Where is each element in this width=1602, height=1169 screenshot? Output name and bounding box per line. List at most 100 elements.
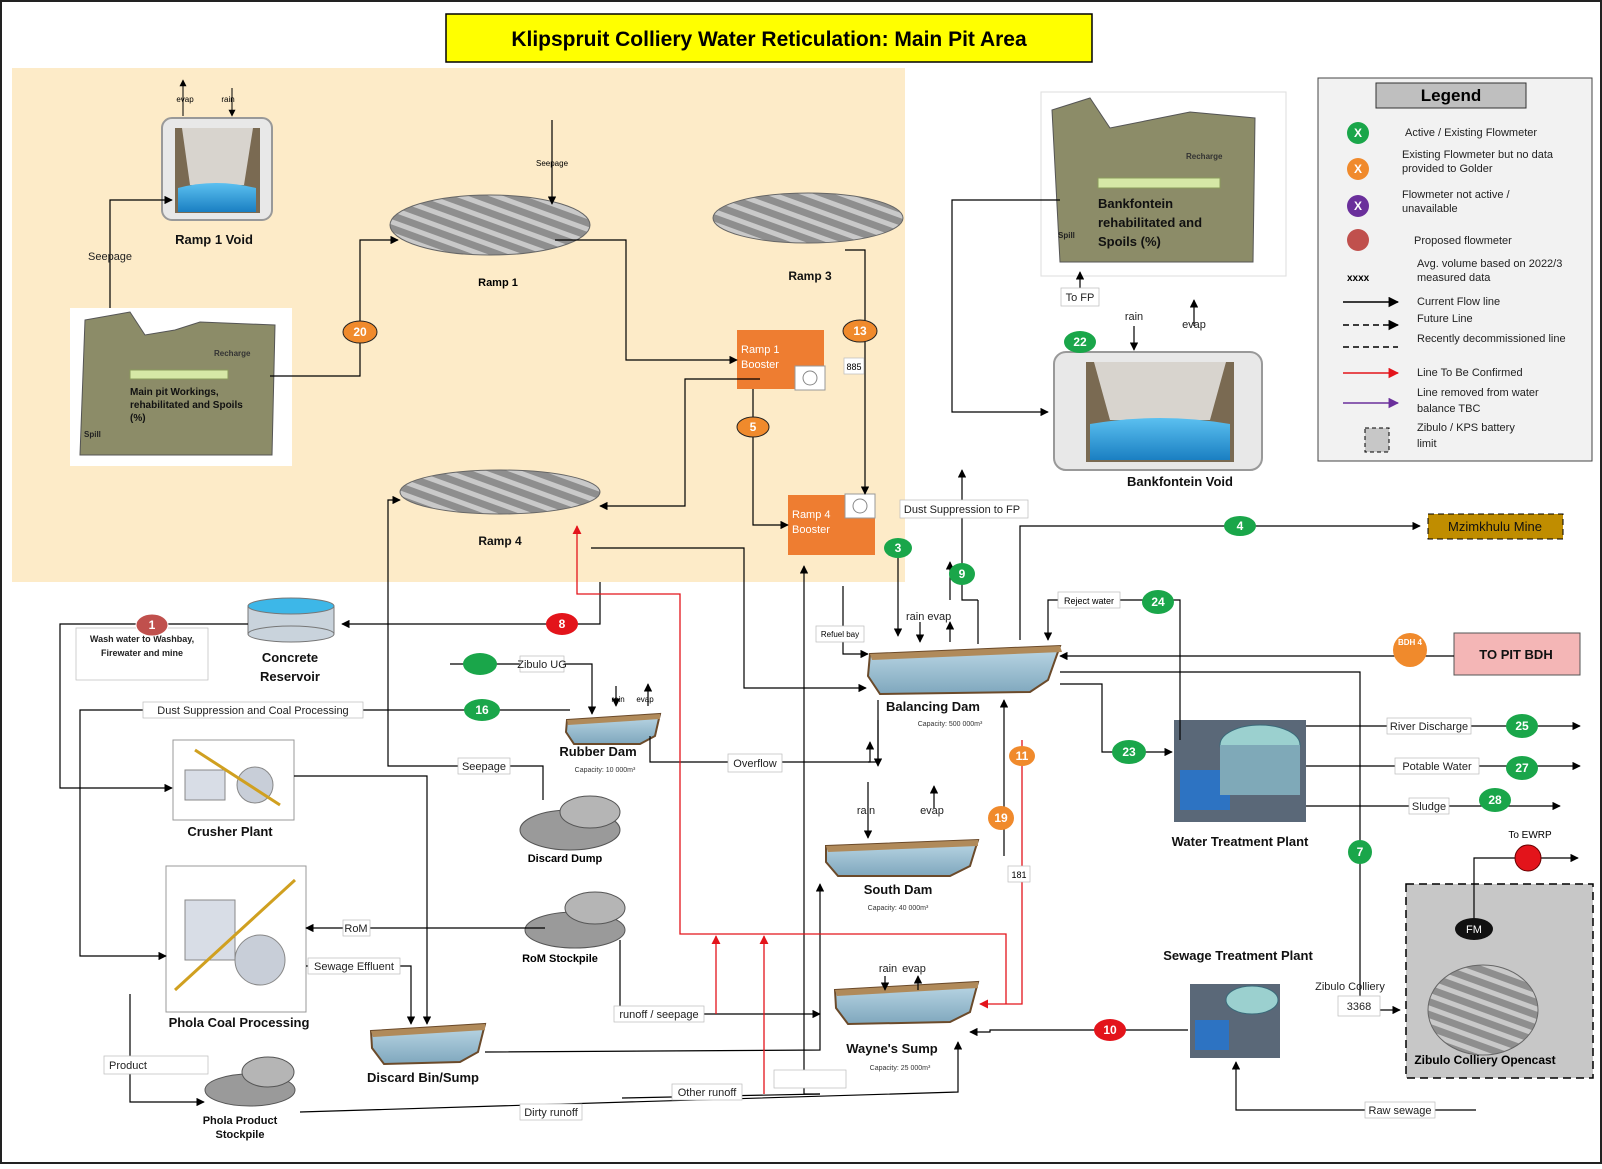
tbc-balancing-to-waynes [979,740,1023,1009]
legend-item-tbc: Line To Be Confirmed [1417,367,1523,379]
to-fp-label: To FP [1066,292,1095,304]
flow-zibulo-ug [450,663,597,715]
flowmeter-13[interactable]: 13 [842,319,878,343]
flowmeter-22-label: 22 [1073,335,1087,349]
reject-water-box [1057,591,1121,609]
flow-ramp1-to-booster [555,239,738,365]
legend-box [1317,77,1593,462]
flow-sewage-effluent [306,965,416,1025]
value-885-box [843,357,865,375]
legend-orange-marker [1347,158,1369,180]
raw-sewage-label: Raw sewage [1369,1105,1432,1117]
flowmeter-1-label: 1 [149,618,156,632]
crusher-plant-icon [172,739,295,821]
title-box [445,13,1093,63]
ramp4-pump-circle [852,498,868,514]
ramp1-pit-icon [389,194,591,256]
legend-green-symbol: X [1354,126,1362,140]
flowmeter-9[interactable]: 9 [949,563,975,585]
flowmeter-7[interactable]: 7 [1348,840,1372,864]
flowmeter-22[interactable]: 22 [1064,331,1096,353]
seepage-label-main-pit: Seepage [88,251,132,263]
flow-refuel-bay [842,586,869,659]
flow-bankfontein-to-void [951,199,1060,417]
south-dam-label: South Dam [864,882,933,897]
sewage-effluent-label: Sewage Effluent [314,961,394,973]
flow-to-ewrp [1473,853,1579,918]
bankfontein-rehab-label: Bankfontein rehabilitated and Spoils (%) [1098,196,1203,249]
flow-runoff-seepage [619,940,821,1019]
main-pit-label: Main pit Workings, rehabilitated and Spo… [130,387,243,424]
flowmeter-4[interactable]: 4 [1224,516,1256,536]
flowmeter-20[interactable]: 20 [342,320,378,344]
phola-product-icon [204,1056,296,1107]
flowmeter-3[interactable]: 3 [884,538,912,558]
seepage-discard-label: Seepage [462,761,506,773]
flowmeter-19[interactable]: 19 [988,806,1014,830]
ramp1-label: Ramp 1 [478,277,518,289]
flowmeter-23[interactable]: 23 [1112,740,1146,764]
potable-water-label: Potable Water [1402,761,1472,773]
flowmeter-16[interactable]: 16 [464,699,500,721]
value-181: 181 [1011,870,1026,880]
ramp1-void-evap-label: evap [176,95,194,104]
flowmeter-11[interactable]: 11 [1009,746,1035,766]
ramp4-booster-pump-icon [844,493,876,519]
flow-booster1-to-ramp4 [599,378,760,511]
legend-purple-marker [1347,195,1369,217]
flowmeter-8-label: 8 [559,617,566,631]
legend-orange-symbol: X [1354,162,1362,176]
phola-processing-label: Phola Coal Processing [169,1015,310,1030]
flowmeter-25[interactable]: 25 [1506,714,1538,738]
value-3368: 3368 [1347,1001,1371,1013]
flow-discard-to-south [484,883,825,1053]
ramp1-pump-circle [802,370,818,386]
to-ewrp-label: To EWRP [1508,830,1552,841]
flowmeter-ewrp[interactable] [1514,844,1542,872]
dirty-runoff-label: Dirty runoff [524,1107,579,1119]
bankfontein-spill-label: Spill [1058,231,1075,240]
flowmeter-28[interactable]: 28 [1479,788,1511,812]
flowmeter-5[interactable]: 5 [736,416,770,438]
flowmeter-27[interactable]: 27 [1506,756,1538,780]
legend-title-box [1375,82,1527,109]
main-pit-spill-label: Spill [84,430,101,439]
flowmeter-bdh4[interactable]: BDH 4 [1393,633,1427,667]
flowmeter-5-label: 5 [750,420,757,434]
phola-processing-icon [165,865,307,1013]
flowmeter-8[interactable]: 8 [546,613,578,635]
crusher-plant-label: Crusher Plant [187,824,273,839]
tbc-lines [572,525,1023,1094]
main-pit-icon [70,308,292,466]
flowmeter-24[interactable]: 24 [1142,590,1174,614]
flowmeter-1[interactable]: 1 [135,613,169,637]
zibulo-ug-label: Zibulo UG [517,659,567,671]
product-box [103,1055,209,1075]
legend-red-marker [1347,229,1369,251]
flowmeter-zibulo-ug[interactable] [463,653,497,675]
legend-item-removed: Line removed from water balance TBC [1417,387,1539,415]
main-pit-recharge-label: Recharge [214,349,251,358]
ramp1-booster-pump-icon [794,365,826,391]
flowmeter-zibulo-ug-marker [463,653,497,675]
waynes-sump-label: Wayne's Sump [846,1041,938,1056]
legend-green-marker [1347,122,1369,144]
runoff-seepage-box [613,1005,705,1023]
legend-item-red: Proposed flowmeter [1414,235,1512,247]
flowmeter-7-label: 7 [1357,845,1364,859]
refuel-bay-label: Refuel bay [821,630,859,639]
rom-box [342,919,371,937]
flow-other-runoff-up [799,565,820,1095]
flow-seepage-discard [387,495,544,800]
rom-label: RoM [344,923,367,935]
balancing-dam-label: Balancing Dam [886,699,980,714]
flowmeter-ewrp-marker [1514,844,1542,872]
ramp4-label: Ramp 4 [478,534,522,548]
flowmeter-10[interactable]: 10 [1094,1019,1126,1041]
dust-fp-label: Dust Suppression to FP [904,504,1020,516]
refuel-bay-box [815,625,865,643]
bankfontein-void-icon [1053,351,1263,471]
south-evap-label: evap [920,805,944,817]
flow-product [129,994,205,1107]
